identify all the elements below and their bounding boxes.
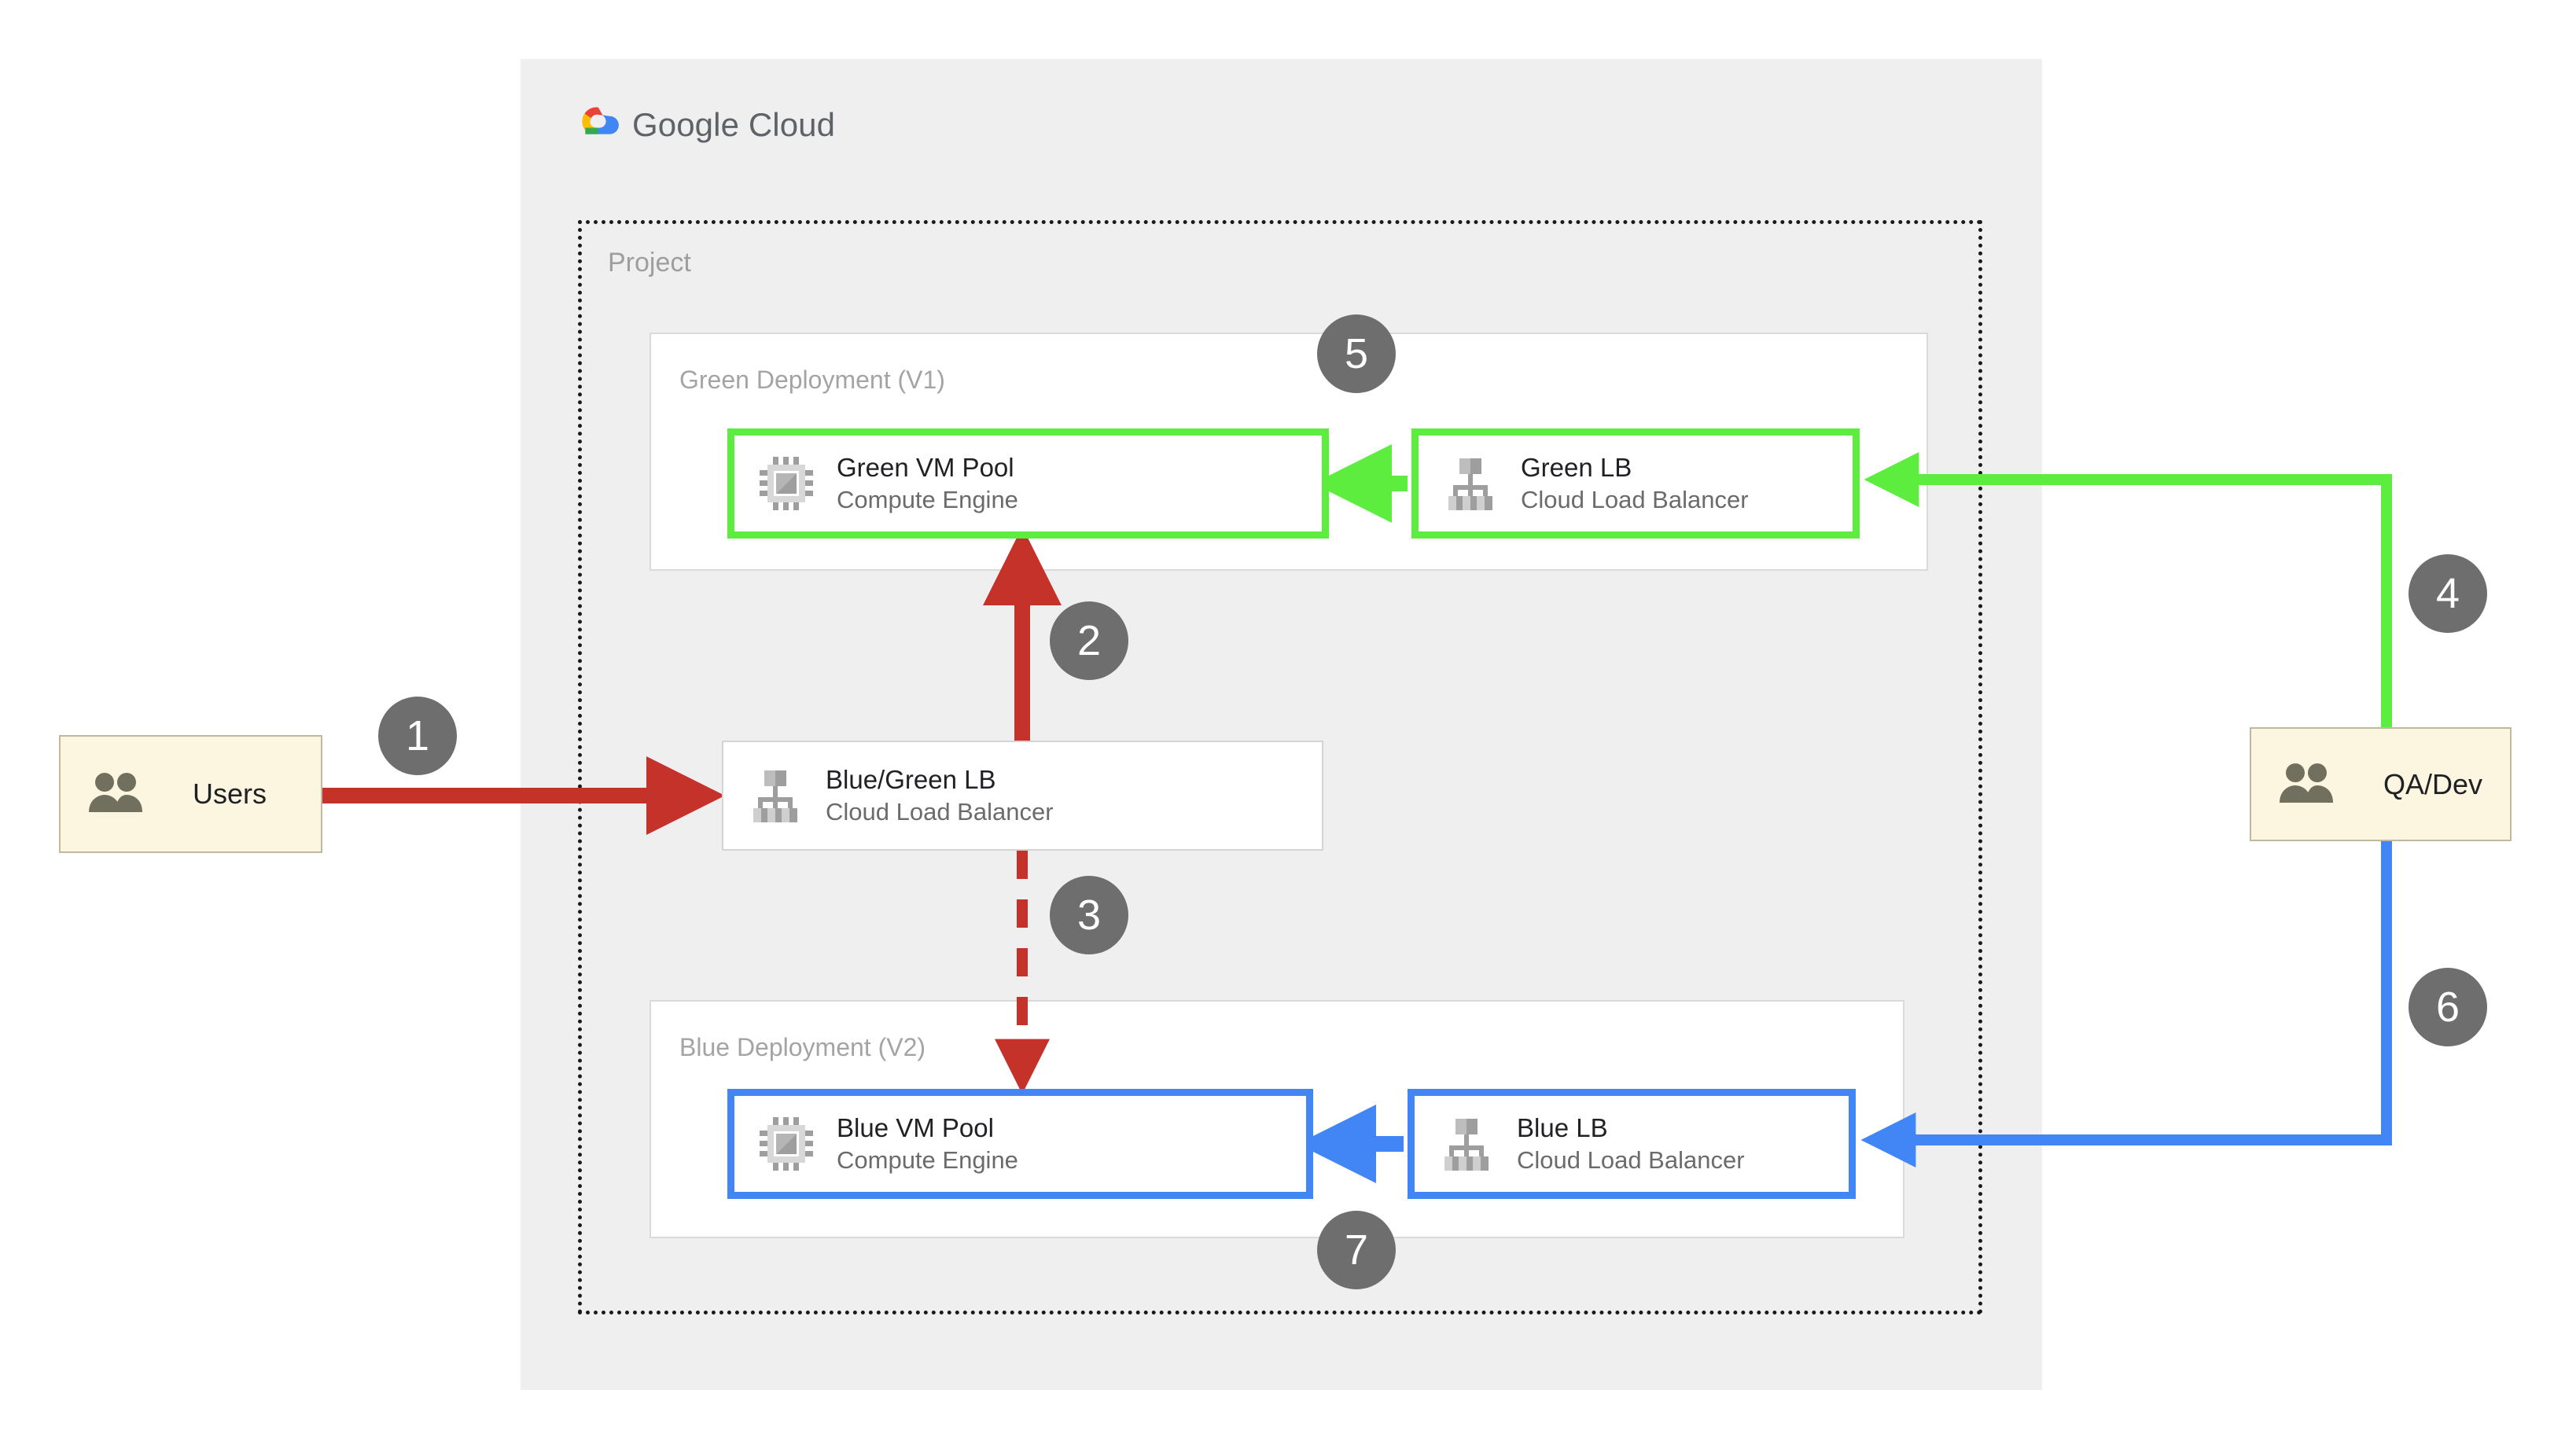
green-deployment-title: Green Deployment (V1) [679,366,945,394]
node-text-block: Blue/Green LB Cloud Load Balancer [826,763,1054,828]
step-badge-7: 7 [1317,1211,1396,1289]
node-blue-lb[interactable]: Blue LB Cloud Load Balancer [1408,1089,1856,1199]
step-badge-6: 6 [2409,968,2487,1046]
step-badge-3: 3 [1050,876,1128,954]
actor-users[interactable]: Users [59,735,322,853]
project-label: Project [608,248,691,278]
node-subtitle: Compute Engine [837,486,1018,514]
node-title: Blue VM Pool [837,1113,994,1143]
node-title: Green VM Pool [837,453,1014,483]
google-cloud-wordmark: Google Cloud [632,106,835,144]
cloud-load-balancer-icon [747,767,804,824]
step-badge-1: 1 [378,697,457,775]
node-text-block: Blue VM Pool Compute Engine [837,1112,1018,1176]
node-blue-vm-pool[interactable]: Blue VM Pool Compute Engine [727,1089,1313,1199]
node-title: Blue/Green LB [826,765,996,795]
step-badge-2: 2 [1050,601,1128,680]
blue-deployment-title: Blue Deployment (V2) [679,1033,926,1061]
compute-engine-icon [758,1116,815,1172]
node-green-lb[interactable]: Green LB Cloud Load Balancer [1411,428,1860,539]
compute-engine-icon [758,455,815,512]
users-group-icon [2278,762,2339,807]
actor-label: QA/Dev [2383,767,2483,800]
cloud-load-balancer-icon [1438,1116,1495,1172]
cloud-load-balancer-icon [1442,455,1499,512]
node-title: Blue LB [1517,1113,1608,1143]
google-cloud-logo-icon [574,104,620,145]
node-green-vm-pool[interactable]: Green VM Pool Compute Engine [727,428,1329,539]
brand-cloud: Cloud [748,105,836,143]
node-text-block: Blue LB Cloud Load Balancer [1517,1112,1745,1176]
node-text-block: Green VM Pool Compute Engine [837,451,1018,516]
project-boundary [578,220,1982,1314]
actor-qa-dev[interactable]: QA/Dev [2250,727,2512,841]
node-subtitle: Compute Engine [837,1146,1018,1175]
node-title: Green LB [1521,453,1632,483]
brand-google: Google [632,105,740,143]
actor-label: Users [193,778,267,810]
node-blue-green-lb[interactable]: Blue/Green LB Cloud Load Balancer [722,741,1323,851]
step-badge-5: 5 [1317,314,1396,393]
node-text-block: Green LB Cloud Load Balancer [1521,451,1749,516]
node-subtitle: Cloud Load Balancer [1521,486,1749,514]
users-group-icon [87,771,149,817]
node-subtitle: Cloud Load Balancer [826,798,1054,826]
step-badge-4: 4 [2409,554,2487,633]
google-cloud-branding: Google Cloud [574,104,835,145]
node-subtitle: Cloud Load Balancer [1517,1146,1745,1175]
